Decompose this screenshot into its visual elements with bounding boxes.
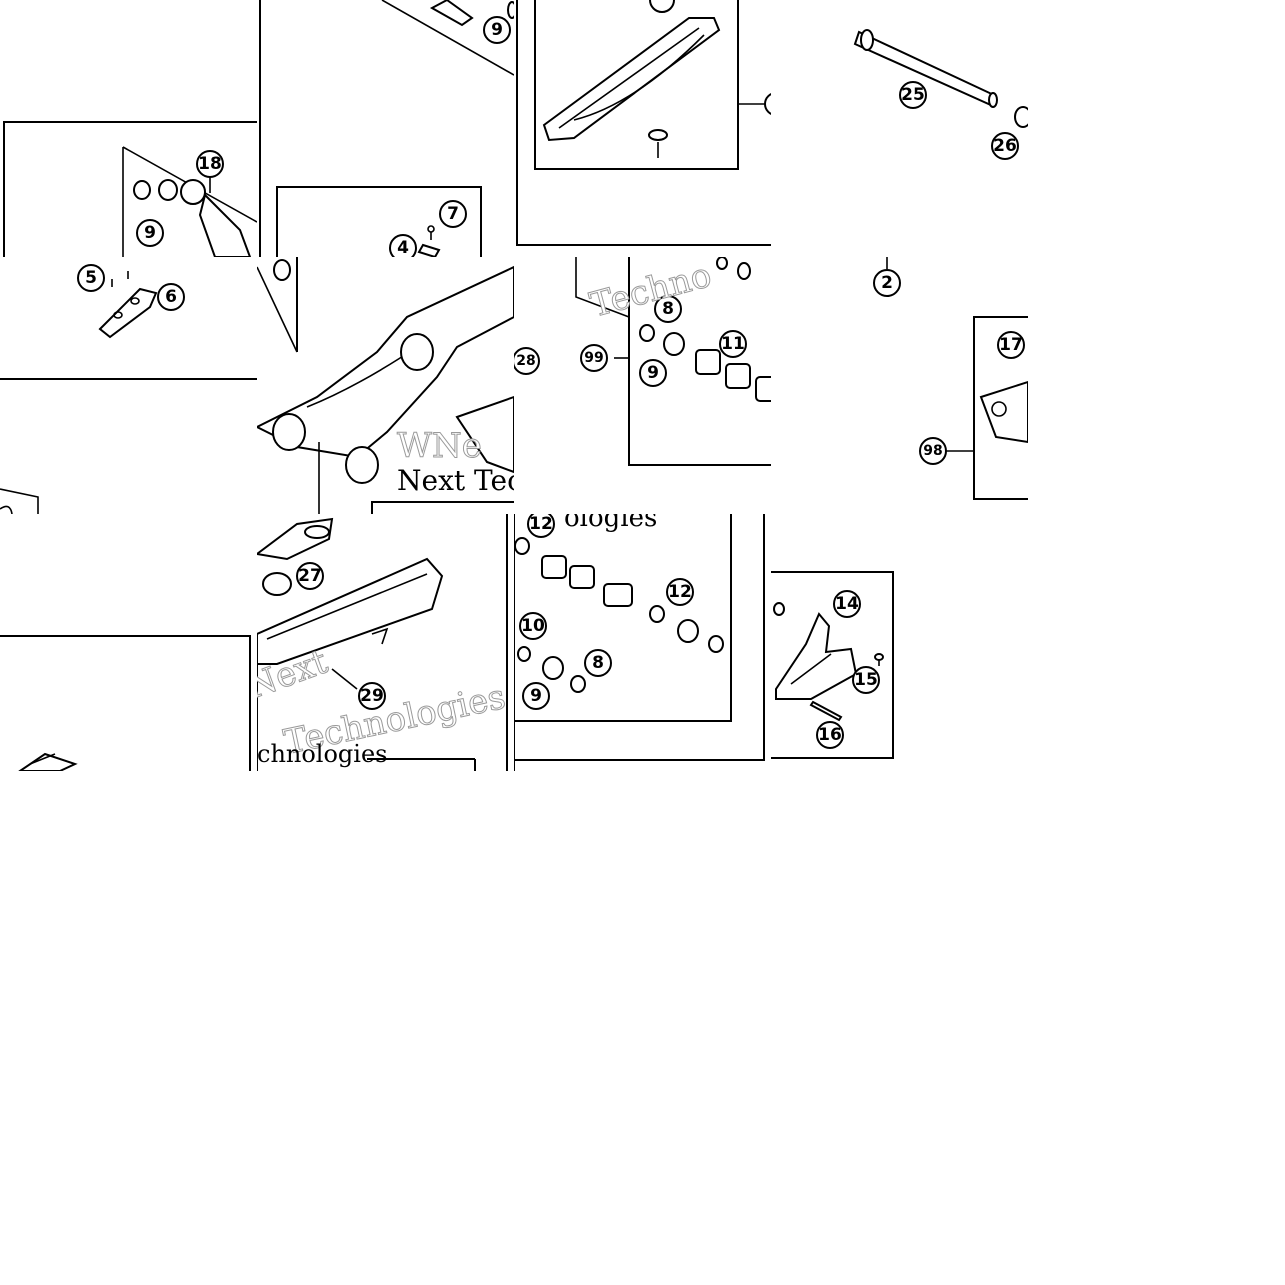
callout-9: 9: [136, 219, 164, 247]
callout-26: 26: [991, 132, 1019, 160]
callout-4-label: 4: [397, 238, 409, 257]
watermark-fragment: Next Tec: [397, 464, 514, 497]
callout-25-label: 25: [901, 85, 925, 105]
callout-28-label: 28: [516, 353, 535, 369]
callout-9: 9: [483, 16, 511, 44]
callout-8-label: 8: [592, 653, 604, 673]
watermark-fragment: Techno: [586, 257, 716, 326]
callout-5: 5: [77, 264, 105, 292]
callout-28: 28: [514, 347, 540, 375]
tile-r0-c1: 9 7 4: [257, 0, 514, 257]
callout-27: 27: [296, 562, 324, 590]
callout-9-label: 9: [647, 363, 659, 383]
callout-14-label: 14: [835, 594, 859, 614]
tile-r1-c3: 2 17 98: [771, 257, 1028, 514]
callout-7: 7: [439, 200, 467, 228]
watermark-fragment: WNe: [397, 426, 482, 466]
tile-r0-c0: 18 9: [0, 0, 257, 257]
tile-r2-c0: [0, 514, 257, 771]
callout-12-label: 12: [668, 582, 692, 602]
callout-2: 2: [873, 269, 901, 297]
callout-27-label: 27: [298, 566, 322, 586]
callout-9: 9: [522, 682, 550, 710]
tile-r1-c2: 8 11 9 99 28 Techno: [514, 257, 771, 514]
callout-9-label: 9: [491, 20, 503, 40]
callout-11-label: 11: [721, 334, 745, 354]
callout-15: 15: [852, 666, 880, 694]
callout-12: 12: [666, 578, 694, 606]
callout-5-label: 5: [85, 268, 97, 288]
callout-17: 17: [997, 331, 1025, 359]
callout-15-label: 15: [854, 670, 878, 690]
callout-98-label: 98: [923, 443, 942, 459]
callout-18: 18: [196, 150, 224, 178]
callout-2-label: 2: [881, 273, 893, 293]
callout-99: 99: [580, 344, 608, 372]
callout-9: 9: [639, 359, 667, 387]
callout-25: 25: [899, 81, 927, 109]
watermark-fragment: chnologies: [257, 740, 388, 768]
tile-r1-c1: WNe Next Tec: [257, 257, 514, 514]
callout-12-label: 12: [529, 514, 553, 534]
callout-8-label: 8: [662, 299, 674, 319]
tile-r2-c2: 12 12 10 8 9 ologies: [514, 514, 771, 771]
callout-98: 98: [919, 437, 947, 465]
callout-10-label: 10: [521, 616, 545, 636]
callout-26-label: 26: [993, 136, 1017, 156]
callout-29-label: 29: [360, 686, 384, 706]
callout-8: 8: [654, 295, 682, 323]
watermark-fragment: ologies: [564, 514, 657, 533]
callout-7-label: 7: [447, 204, 459, 224]
tile-r0-c2: [514, 0, 771, 257]
callout-6: 6: [157, 283, 185, 311]
callout-16-label: 16: [818, 725, 842, 745]
callout-16: 16: [816, 721, 844, 749]
callout-17-label: 17: [999, 335, 1023, 355]
callout-4: 4: [389, 234, 417, 257]
callout-8: 8: [584, 649, 612, 677]
callout-29: 29: [358, 682, 386, 710]
tile-r1-c0: 5 6: [0, 257, 257, 514]
callout-9-label: 9: [144, 223, 156, 243]
callout-14: 14: [833, 590, 861, 618]
callout-99-label: 99: [584, 350, 603, 366]
callout-18-label: 18: [198, 154, 222, 174]
callout-11: 11: [719, 330, 747, 358]
tile-r0-c3: 25 26: [771, 0, 1028, 257]
callout-9-label: 9: [530, 686, 542, 706]
callout-10: 10: [519, 612, 547, 640]
callout-6-label: 6: [165, 287, 177, 307]
tile-r2-c3: 14 15 16: [771, 514, 1028, 771]
diagram-tile-grid: 18 9 9 7 4: [0, 0, 1030, 772]
tile-r2-c1: 27 29 Next Technologies chnologies: [257, 514, 514, 771]
callout-12: 12: [527, 514, 555, 538]
